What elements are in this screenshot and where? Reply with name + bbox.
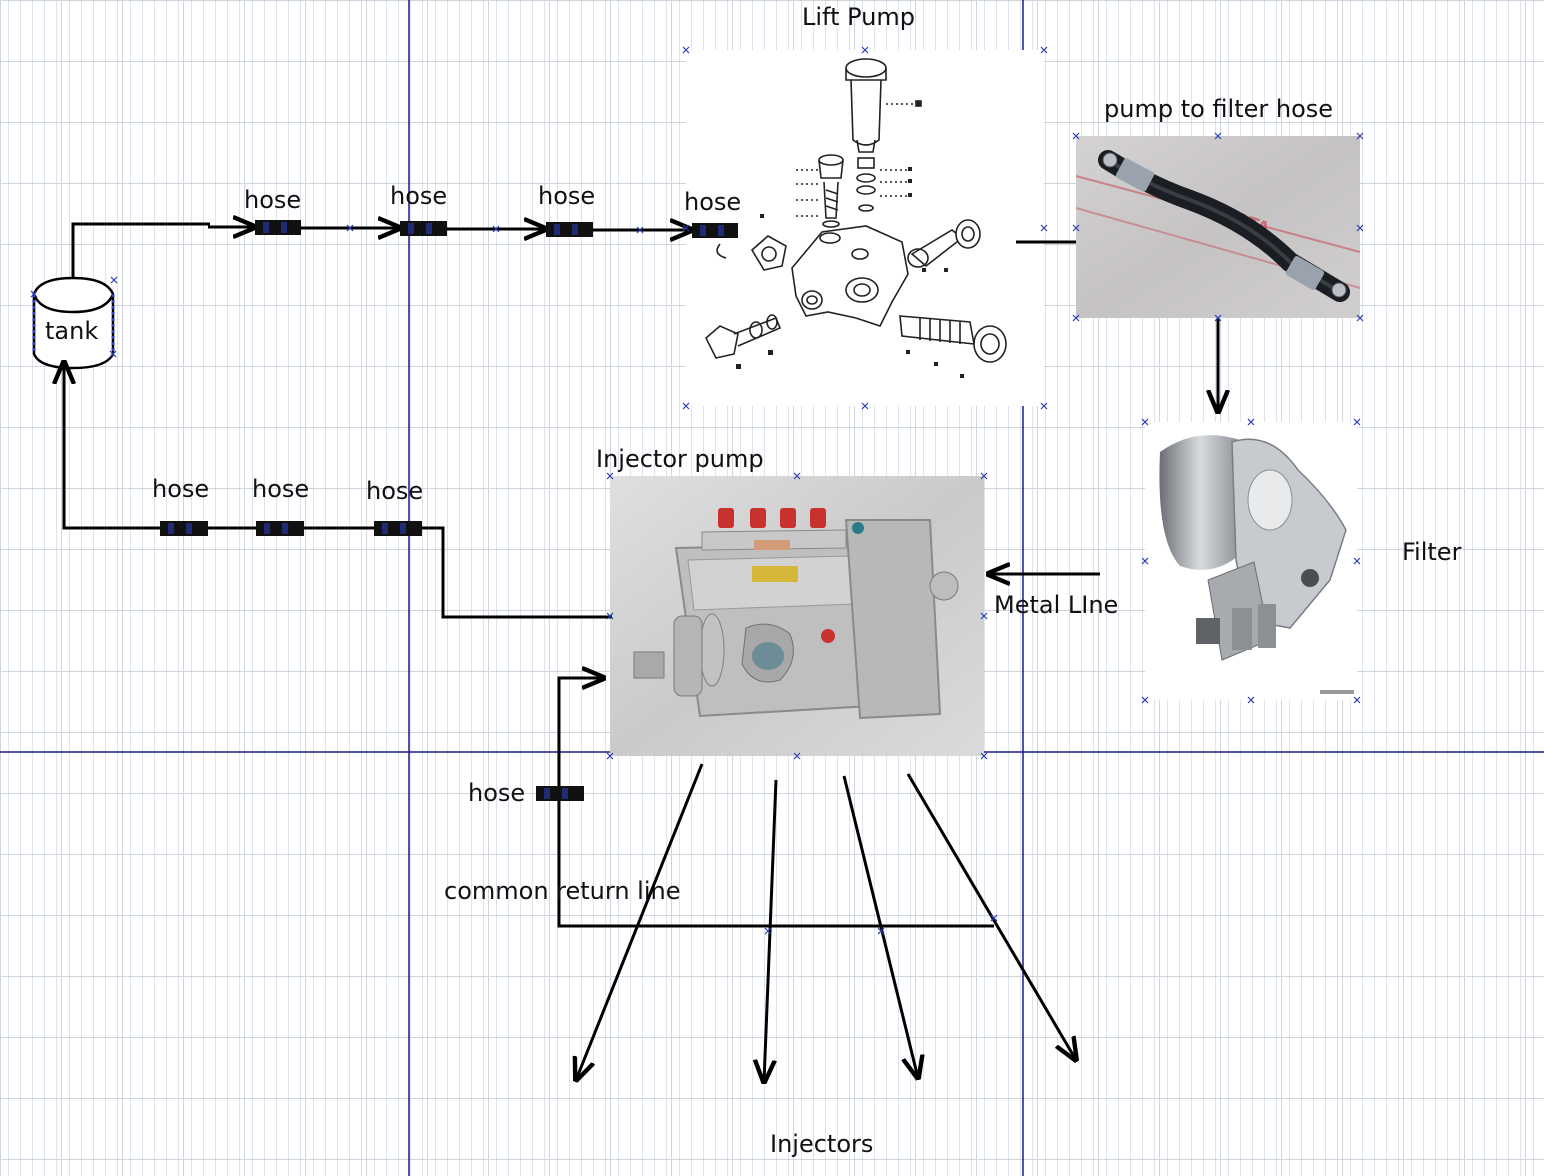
common-return-line-label: common return line <box>444 877 680 905</box>
selection-handles <box>30 46 1364 935</box>
hose-label: hose <box>538 182 595 210</box>
selection-handle[interactable] <box>1141 418 1149 426</box>
selection-handle[interactable] <box>793 752 801 760</box>
selection-handle[interactable] <box>682 46 690 54</box>
selection-handle[interactable] <box>1356 224 1364 232</box>
metal-line-label: Metal LIne <box>994 591 1118 619</box>
hose-label: hose <box>684 188 741 216</box>
hose-segment[interactable] <box>255 220 301 235</box>
selection-handle[interactable] <box>606 472 614 480</box>
selection-handle[interactable] <box>1072 224 1080 232</box>
selection-handle[interactable] <box>606 752 614 760</box>
selection-handle[interactable] <box>30 290 38 298</box>
selection-handle[interactable] <box>793 472 801 480</box>
selection-handle[interactable] <box>109 350 117 358</box>
hose-label: hose <box>244 186 301 214</box>
hose-label: hose <box>152 475 209 503</box>
filter-label: Filter <box>1402 538 1462 566</box>
selection-handle[interactable] <box>1040 402 1048 410</box>
hose-segment[interactable] <box>546 222 593 237</box>
selection-handle[interactable] <box>861 46 869 54</box>
hose-label: hose <box>468 779 525 807</box>
selection-handle[interactable] <box>1353 418 1361 426</box>
lift-pump-drawing[interactable] <box>705 58 1007 378</box>
selection-handle[interactable] <box>606 612 614 620</box>
selection-handle[interactable] <box>1040 224 1048 232</box>
selection-handle[interactable] <box>1040 46 1048 54</box>
selection-handle[interactable] <box>110 276 118 284</box>
selection-handle[interactable] <box>1356 314 1364 322</box>
selection-handle[interactable] <box>1141 557 1149 565</box>
hose-label: hose <box>252 475 309 503</box>
common-return-line <box>557 678 994 928</box>
injectors-label: Injectors <box>770 1130 873 1158</box>
selection-handle[interactable] <box>980 472 988 480</box>
selection-handle[interactable] <box>1214 314 1222 322</box>
selection-handle[interactable] <box>636 226 644 234</box>
selection-handle[interactable] <box>1353 557 1361 565</box>
lift-pump-label: Lift Pump <box>802 3 915 31</box>
selection-handle[interactable] <box>682 402 690 410</box>
return-line <box>64 362 612 619</box>
selection-handle[interactable] <box>1141 696 1149 704</box>
selection-handle[interactable] <box>990 914 998 922</box>
filter-image[interactable] <box>1159 435 1354 694</box>
hose-segment[interactable] <box>160 521 208 536</box>
selection-handle[interactable] <box>1247 696 1255 704</box>
selection-handle[interactable] <box>1247 418 1255 426</box>
selection-handle[interactable] <box>1072 132 1080 140</box>
selection-handle[interactable] <box>980 752 988 760</box>
hose-label: hose <box>390 182 447 210</box>
hose-segment[interactable] <box>256 521 304 536</box>
selection-handle[interactable] <box>1214 132 1222 140</box>
selection-handle[interactable] <box>1072 314 1080 322</box>
injector-lines <box>576 763 1076 1082</box>
selection-handle[interactable] <box>682 224 690 232</box>
selection-handle[interactable] <box>1353 696 1361 704</box>
hose-segment[interactable] <box>692 223 738 238</box>
injector-pump-image[interactable] <box>610 476 984 756</box>
injector-pump-label: Injector pump <box>596 445 764 473</box>
selection-handle[interactable] <box>764 927 772 935</box>
hose-segment[interactable] <box>400 221 447 236</box>
selection-handle[interactable] <box>980 612 988 620</box>
selection-handle[interactable] <box>877 927 885 935</box>
hose-segment[interactable] <box>374 521 422 536</box>
pump-to-filter-hose-image[interactable]: TOYOTA <box>1075 136 1361 318</box>
selection-handle[interactable] <box>346 224 354 232</box>
selection-handle[interactable] <box>1356 132 1364 140</box>
hose-label: hose <box>366 477 423 505</box>
supply-line <box>71 224 692 278</box>
selection-handle[interactable] <box>861 402 869 410</box>
hose-segment[interactable] <box>536 786 584 801</box>
selection-handle[interactable] <box>492 225 500 233</box>
pump-to-filter-hose-label: pump to filter hose <box>1104 95 1333 123</box>
tank-label: tank <box>45 317 98 345</box>
